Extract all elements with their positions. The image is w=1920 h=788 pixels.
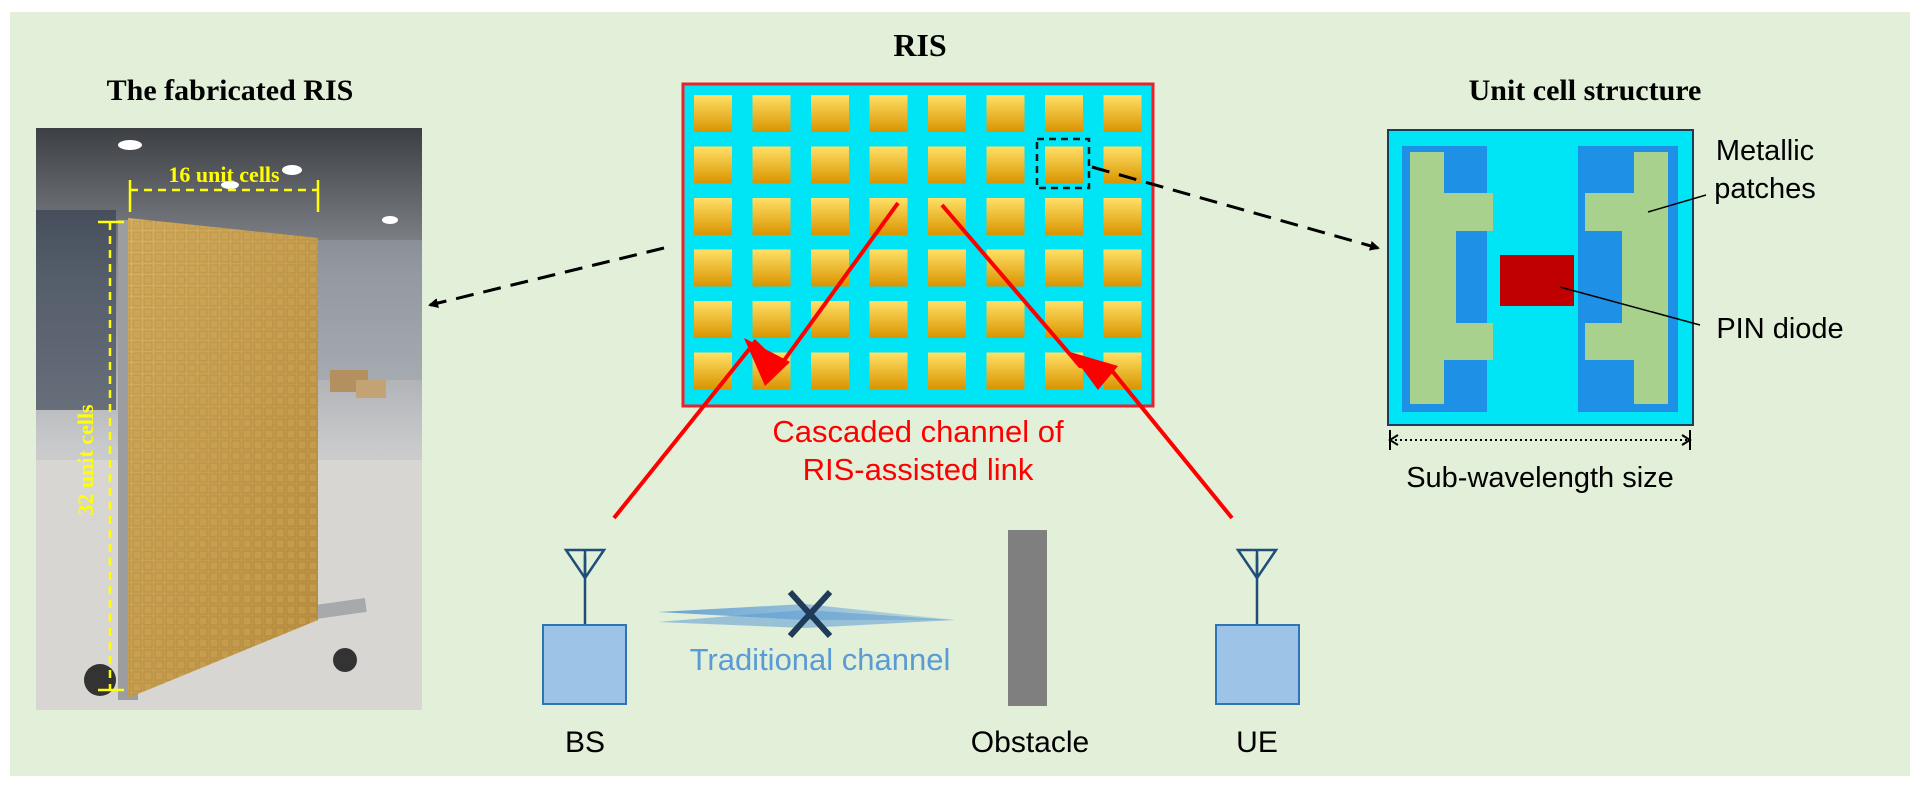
ris-patch [986,146,1025,184]
ris-patch [811,146,849,184]
ris-patch [986,95,1025,132]
ris-patch [752,198,791,235]
label-pin-diode: PIN diode [1716,313,1843,345]
bs-node [542,548,627,705]
ris-patch [694,249,732,287]
ris-patch [928,249,966,287]
ris-patch-grid [694,95,1142,390]
obstacle-wall [1008,530,1047,706]
selected-unit-cell-box [1035,137,1091,190]
ris-patch [694,352,732,390]
ris-patch [1103,146,1142,184]
label-traditional-channel: Traditional channel [690,642,951,677]
label-ue: UE [1236,726,1278,759]
ris-patch [986,198,1025,235]
ris-patch [811,198,849,235]
title-fabricated-ris: The fabricated RIS [107,74,354,107]
ris-patch [869,249,908,287]
metallic-patch-right [1585,152,1668,404]
ris-patch [1103,198,1142,235]
ris-patch [1103,301,1142,338]
ris-patch [1045,198,1083,235]
ris-patch [869,352,908,390]
pin-diode [1500,255,1574,306]
ris-patch [986,301,1025,338]
blocked-x-icon [787,589,833,639]
unit-cell-structure [1387,129,1694,426]
label-bs: BS [565,726,605,759]
ris-patch [928,301,966,338]
title-unit-cell: Unit cell structure [1469,74,1702,107]
ris-patch [1103,95,1142,132]
size-dimension-line [1388,430,1692,450]
ris-patch [869,301,908,338]
ris-patch [1103,249,1142,287]
ris-patch [928,352,966,390]
ris-patch [752,249,791,287]
title-ris: RIS [893,27,946,63]
ue-node [1215,548,1300,705]
label-32-unit-cells: 32 unit cells [73,404,98,516]
label-cascaded-line1: Cascaded channel of [772,414,1064,449]
ris-patch [1045,146,1083,184]
ris-patch [869,95,908,132]
cascaded-channel-bs-link [612,201,900,520]
ris-patch [928,95,966,132]
label-metallic-line1: Metallic [1716,135,1814,167]
ris-patch [694,198,732,235]
ris-patch [752,301,791,338]
ris-patch [752,95,791,132]
label-cascaded-line2: RIS-assisted link [803,452,1034,487]
ris-patch [1045,95,1083,132]
arrow-to-unit-cell [1091,165,1380,251]
ris-patch [811,95,849,132]
ris-patch [694,301,732,338]
ris-patch [986,352,1025,390]
ris-patch [694,146,732,184]
ris-patch [1045,249,1083,287]
label-sub-wavelength-size: Sub-wavelength size [1406,462,1674,494]
metallic-patch-left [1410,152,1493,404]
fabricated-ris-photo: 16 unit cells 32 unit cells [36,128,422,710]
ris-patch [752,146,791,184]
label-obstacle: Obstacle [971,726,1089,759]
ris-patch [811,352,849,390]
ris-patch [811,301,849,338]
label-metallic-line2: patches [1714,173,1816,205]
ris-patch [694,95,732,132]
arrow-to-photo [428,246,665,308]
ris-patch [928,146,966,184]
cascaded-channel-ue-link [940,203,1234,520]
ris-patch [928,198,966,235]
label-16-unit-cells: 16 unit cells [168,162,280,187]
ris-patch [869,146,908,184]
